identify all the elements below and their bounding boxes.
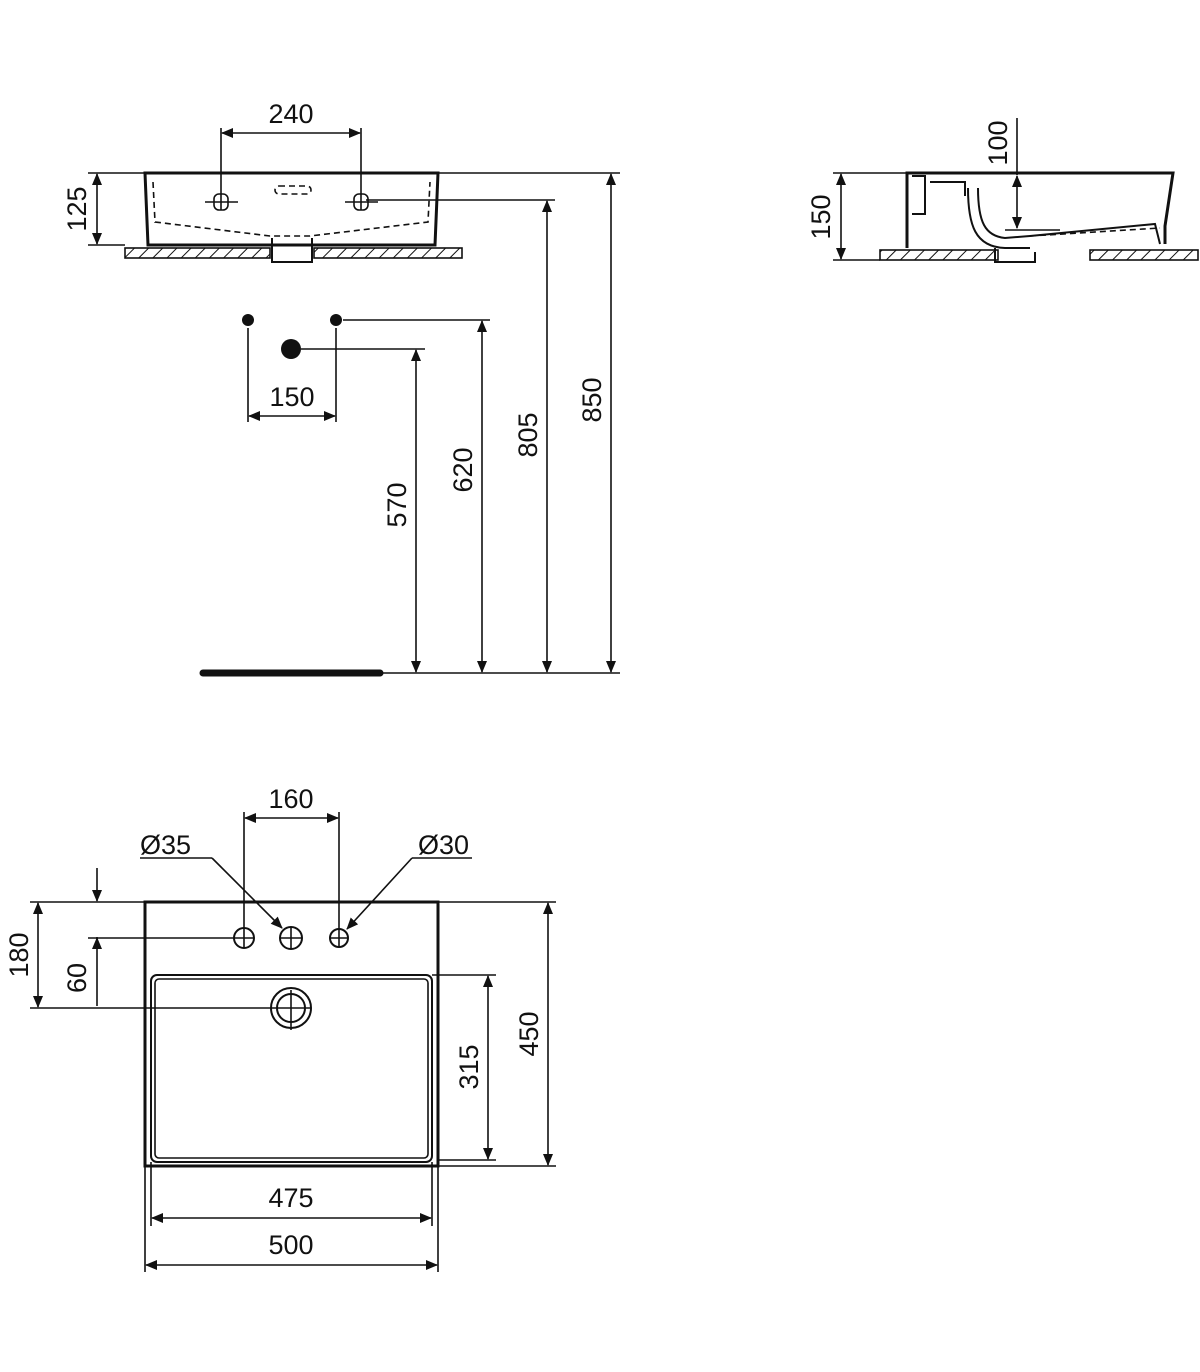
leader-tap-hole-diameter: Ø35 — [140, 830, 283, 929]
dim-plan-tap-spacing: 160 — [243, 784, 340, 929]
dim-supply-spacing: 150 — [247, 328, 337, 422]
front-basin-outline — [143, 171, 440, 247]
dim-overall-height: 850 — [577, 173, 616, 673]
plan-tap-hole-center — [279, 926, 303, 950]
plan-bowl-outline — [150, 974, 433, 1163]
leader-side-hole-diameter-label: Ø30 — [418, 830, 469, 860]
dim-plan-tap-spacing-label: 160 — [268, 784, 313, 814]
side-bowl-inner — [977, 187, 1161, 245]
dim-basin-top-height: 805 — [513, 200, 552, 673]
front-countertop-left — [124, 247, 271, 259]
front-bowl-hidden-line — [152, 181, 431, 237]
plan-basin-outline — [143, 900, 440, 1168]
dim-plan-tap-hole-offset: 180 — [4, 901, 271, 1009]
dim-plan-overall-depth-label: 450 — [514, 1011, 544, 1056]
waste-point — [281, 339, 301, 359]
side-bowl-curve — [967, 187, 1030, 249]
side-back-wall — [912, 175, 926, 215]
front-waste-outlet — [271, 238, 313, 263]
plan-view: 160 Ø35 Ø30 180 60 — [4, 784, 556, 1272]
dim-waste-height-label: 570 — [382, 482, 412, 527]
side-waste-outlet — [994, 248, 1036, 263]
dim-plan-bowl-width: 475 — [150, 1162, 433, 1226]
front-overflow-slot — [274, 185, 312, 195]
dim-front-tap-spacing: 240 — [220, 99, 362, 210]
plan-tap-hole-right — [329, 928, 349, 948]
plan-bowl-inner — [154, 978, 429, 1159]
side-overflow-channel — [930, 181, 966, 196]
side-bowl-hidden — [1029, 227, 1161, 237]
dim-supply-height-label: 620 — [448, 447, 478, 492]
dim-side-overflow-depth-label: 100 — [983, 120, 1013, 165]
side-basin-outline — [905, 171, 1175, 248]
side-view: 100 150 — [806, 118, 1199, 263]
dim-overall-height-label: 850 — [577, 377, 607, 422]
dim-supply-spacing-label: 150 — [269, 382, 314, 412]
dim-supply-height: 620 — [448, 320, 487, 673]
dim-plan-tap-hole-offset-label: 180 — [4, 932, 34, 977]
dim-plan-bowl-depth-label: 315 — [454, 1044, 484, 1089]
supply-point-right — [330, 314, 342, 326]
leader-side-hole-diameter: Ø30 — [346, 830, 472, 930]
dim-front-height-label: 125 — [62, 186, 92, 231]
plan-tap-hole-left — [233, 927, 255, 949]
dim-side-height: 150 — [806, 172, 907, 261]
dim-plan-overall-width-label: 500 — [268, 1230, 313, 1260]
plan-waste-outlet — [270, 987, 312, 1030]
dim-plan-overall-depth: 450 — [438, 901, 556, 1167]
dim-plan-overall-width: 500 — [144, 1166, 439, 1272]
front-countertop-right — [313, 247, 463, 259]
dim-plan-bowl-offset-label: 60 — [62, 963, 92, 993]
dim-plan-bowl-width-label: 475 — [268, 1183, 313, 1213]
dim-side-overflow-depth: 100 — [983, 118, 1060, 231]
front-view: 240 125 150 570 — [62, 99, 620, 677]
side-countertop-left — [879, 249, 999, 261]
dim-basin-top-height-label: 805 — [513, 412, 543, 457]
dim-waste-height: 570 — [382, 349, 421, 673]
supply-point-left — [242, 314, 254, 326]
dim-front-height: 125 — [62, 172, 145, 246]
side-countertop-right — [1089, 249, 1199, 261]
dim-front-tap-spacing-label: 240 — [268, 99, 313, 129]
leader-tap-hole-diameter-label: Ø35 — [140, 830, 191, 860]
dim-plan-bowl-offset: 60 — [62, 868, 234, 1006]
dim-plan-bowl-depth: 315 — [432, 974, 496, 1161]
dim-side-height-label: 150 — [806, 194, 836, 239]
